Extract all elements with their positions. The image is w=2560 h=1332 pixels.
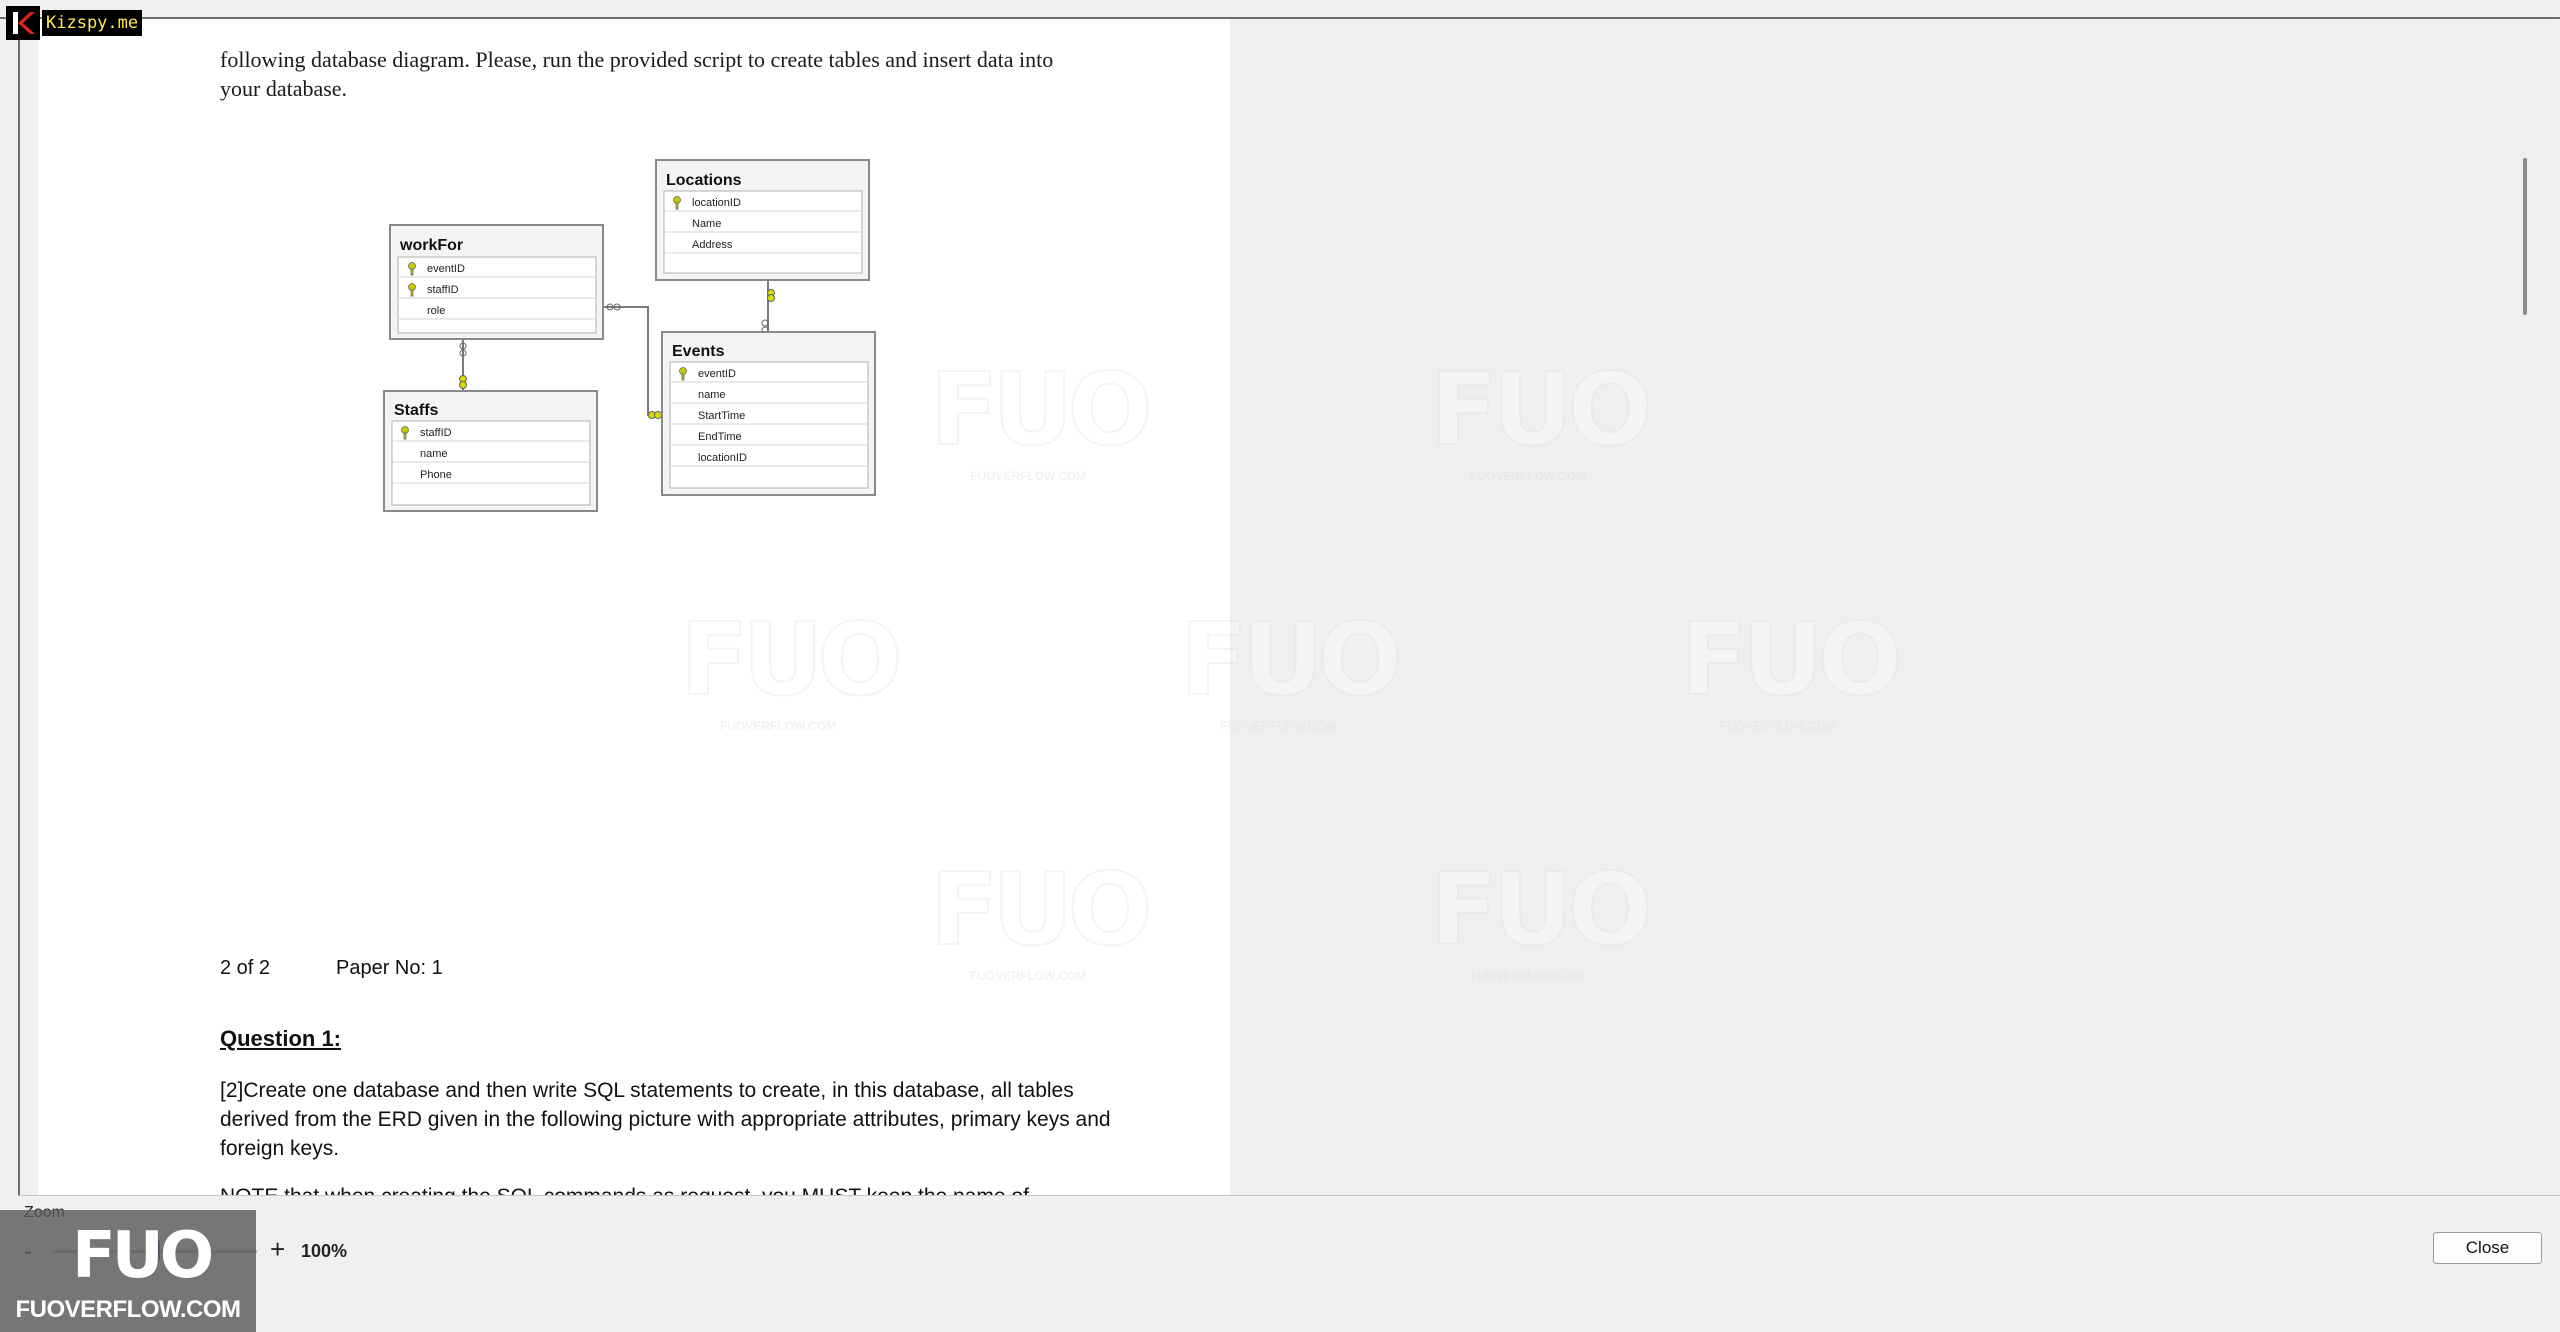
key-icon	[408, 262, 416, 276]
erd-table-title: Locations	[666, 172, 742, 189]
erd-table-locations: Locations locationID Name Address	[655, 159, 870, 281]
erd-field: role	[427, 305, 445, 317]
kizspy-logo-icon	[6, 6, 40, 40]
erd-field: Phone	[420, 469, 452, 481]
zoom-in-button[interactable]: +	[270, 1234, 286, 1264]
kizspy-badge: Kizspy.me	[6, 6, 143, 40]
fuoverflow-brand-box: FUO FUOVERFLOW.COM	[0, 1210, 256, 1332]
key-icon	[679, 367, 687, 381]
erd-field: StartTime	[698, 410, 745, 422]
erd-table-workfor: workFor eventID staffID role	[389, 224, 604, 340]
erd-table-title: Events	[672, 343, 725, 360]
fuo-logo: FUO	[72, 1219, 214, 1293]
erd-field: name	[420, 448, 448, 460]
connector-workfor-events	[603, 306, 663, 416]
erd-field: Address	[692, 239, 733, 251]
erd-field: locationID	[692, 197, 741, 209]
viewer-divider	[18, 1195, 2560, 1196]
erd-field: Name	[692, 218, 721, 230]
window-top-border	[0, 17, 2560, 19]
erd-field: locationID	[698, 452, 747, 464]
page-indicator: 2 of 2	[220, 957, 271, 979]
erd-field: EndTime	[698, 431, 742, 443]
erd-table-title: workFor	[399, 237, 463, 254]
erd-field: name	[698, 389, 726, 401]
key-icon	[408, 283, 416, 297]
erd-table-title: Staffs	[394, 402, 439, 419]
erd-table-staffs: Staffs staffID name Phone	[383, 390, 598, 512]
kizspy-text: Kizspy.me	[42, 10, 143, 36]
intro-line-2: your database.	[220, 76, 348, 101]
erd-table-events: Events eventID name StartTime EndTime lo…	[661, 331, 876, 496]
intro-text: following database diagram. Please, run …	[220, 45, 1180, 103]
erd-diagram: workFor eventID staffID role Locations l…	[383, 159, 876, 512]
erd-field: eventID	[698, 368, 736, 380]
vertical-scrollbar[interactable]	[2523, 158, 2527, 315]
erd-field: staffID	[420, 427, 452, 439]
question-body: [2]Create one database and then write SQ…	[220, 1079, 1111, 1160]
erd-field: eventID	[427, 263, 465, 275]
document-page: following database diagram. Please, run …	[38, 19, 1230, 1195]
question-note: NOTE that when creating the SQL commands…	[220, 1182, 1180, 1195]
key-icon	[673, 196, 681, 210]
question-title: Question 1:	[220, 1026, 342, 1051]
fuoverflow-text: FUOVERFLOW.COM	[15, 1296, 241, 1323]
erd-field: staffID	[427, 284, 459, 296]
paper-number: Paper No: 1	[336, 957, 443, 979]
close-button[interactable]: Close	[2433, 1232, 2542, 1264]
key-icon	[401, 426, 409, 440]
zoom-value: 100%	[301, 1241, 348, 1261]
intro-line-1: following database diagram. Please, run …	[220, 47, 1054, 72]
